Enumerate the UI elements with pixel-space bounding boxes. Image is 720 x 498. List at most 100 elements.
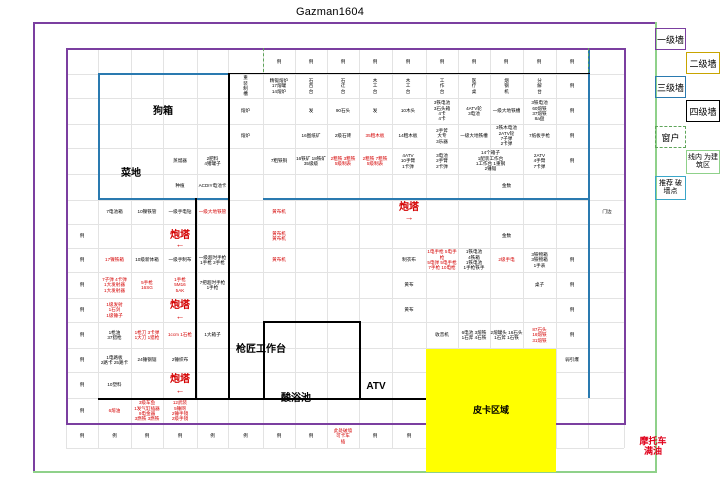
cell-row1-wall-3: 例 [340,58,346,64]
cell-r3c7: 一级大地铁槽 [460,133,488,139]
cell-r3c8: 3铁木电池 2ATV轮 7子弹 2卡弹 [496,125,517,147]
cell-med: 医 疗 桌 [471,78,477,94]
wall-tier1-inner-right [624,48,626,424]
grid-line-h [66,272,624,273]
cell-r2c9: 3铁电池 60熔铁 37熔铁 8a盘 [531,100,548,122]
cell-r2c3: 90石头 [335,108,351,114]
wall-tier1-top [33,22,657,24]
legend-wall3: 三级墙 [655,76,686,98]
cell-r6c5: 黄布机 [272,209,286,215]
wall-tier3-a [98,73,228,75]
cell-r8c10: 3铁物箱 3铁物箱 1手表 [531,252,548,268]
cell-r8c8: 1铁电池 4铁箱 1铁电池 1手枪铁手 [463,249,485,271]
grid-line-h [66,200,624,201]
cell-r11c3: 1ccm 1石枪 [168,332,192,338]
cell-row372-wall: 例 [79,382,85,388]
cell-bottom-wall-8: 例 [308,433,314,439]
dog-box-label: 狗箱 [153,106,173,118]
cell-lab: 烟 钢 机 [504,78,509,94]
cell-r11c1: 1枪油 37猎枪 [107,329,122,340]
cell-r9c2: 5手枪 16SG [141,279,153,290]
workbench-label: 枪匠工作台 [236,344,286,356]
cell-r4c3: 2粗铁 3粗铁 5级制表 [330,155,356,166]
cell-r4c6: 3电池 2手臂 2卡弹 [436,153,448,169]
grid-line-h [66,348,624,349]
cell-r3c6: 2手斧 大专 3乐器 [436,128,448,144]
legend-window: 窗户 [655,126,686,148]
cell-r8c1: 17镍铁箱 [105,257,124,263]
grid-line-h [66,372,624,373]
wall-tier4-c [98,398,426,400]
cell-r2-wall-right: 例 [569,108,575,114]
cell-r11c2: 1枪刀 3卡弹 1大刀 1猎枪 [134,329,160,340]
cell-r12c3: 2锤织布 [171,357,189,363]
cell-r10-wall-right: 例 [569,307,575,313]
cell-row1-wall-4: 例 [372,58,378,64]
cell-r3c5: 14粗木板 [398,133,418,139]
cell-wood2: 木 工 台 [405,78,411,94]
cell-row1-wall-5: 例 [405,58,411,64]
wall-tier1-left [33,22,35,472]
cell-row1-wall-6: 例 [439,58,445,64]
legend-wall1: 一级墙 [655,28,686,50]
cell-wood: 木 工 台 [372,78,378,94]
cell-r4c2: 16铁矿 18铁矿 35级级 [296,155,326,166]
grid-line-h [66,148,624,149]
grid-line-h [66,98,624,99]
cell-r4c5: 4ATV 10手臂 1卡弹 [400,153,416,169]
map-title: Gazman1604 [295,6,365,18]
cell-bottom-wall-9: 例 [372,433,378,439]
cell-r12c4: 弱引爆 [565,357,579,363]
wall-tier1-inner-top [66,48,626,50]
cell-stone: 石 百 台 [308,78,314,94]
cell-bottom-wall-3: 例 [144,433,150,439]
cell-row348-wall: 例 [79,357,85,363]
wall-tier3-e [263,198,590,200]
turret-4-arrow: → [404,211,414,222]
cell-r3c3: 2级石砖 [334,133,352,139]
grid-line-h [66,74,624,75]
cell-r3c1: 熔炉 [240,133,251,139]
cell-r4-wall-right: 例 [569,158,575,164]
cell-r4c7: 14个箱子 1配装工作台 1工作台 1重钢 2锤锯 [475,150,506,172]
window-marker-b [588,48,590,72]
cell-bottom-wall-6: 例 [243,433,248,439]
cell-r4c1: 7粗铁铜 [270,158,288,164]
cell-bottom-wall-5: 例 [210,433,215,439]
wall-tier4-d [263,321,265,399]
cell-row1-wall-10: 例 [569,58,575,64]
cell-r4c4: 2粗铁 7粗铁 5级制表 [362,155,388,166]
cell-r8c3: 一级手制布 [168,257,192,263]
grid-line-h [66,124,624,125]
legend-wall4: 四级墙 [686,100,720,122]
cell-r11c6: 6电池 3熔铁 1石斧 4石铁 [461,329,487,340]
legend-wall2: 二级墙 [686,52,720,74]
cell-r6c7: 门边 [602,209,612,215]
cell-r8c5: 黄布机 [272,257,286,263]
wall-tier4-g [228,73,590,74]
cell-r8c6: 制衣布 [402,257,416,263]
cell-r8-wall-right: 例 [569,257,575,263]
wall-tier4-f [359,321,361,399]
turret-3-arrow: ← [175,384,185,395]
cell-r7c2: 金数 [501,233,512,239]
turret-1-label: 炮塔 [170,230,190,242]
cell-row272-wall: 例 [79,282,85,288]
cell-r2c6: 3铁电池 3石头箱 4卡 4卡 [433,100,451,122]
turret-3-label: 炮塔 [170,374,190,386]
cell-row1-wall-8: 例 [503,58,509,64]
cell-r10c2: 黄布 [404,307,414,313]
cell-r9c5: 黄布 [404,282,414,288]
cell-row248-wall: 例 [79,257,85,263]
cell-r4c8: 2ATV 4手臂 7卡弹 [533,153,546,169]
farm-label: 菜地 [121,168,141,180]
cell-bottom-wall-10: 例 [406,433,412,439]
atv-label: ATV [366,381,386,393]
cell-r12c1: 1电路板 2路卡 25路卡 [100,354,129,365]
pickup-zone [426,349,556,472]
cell-r2c4: 发 [372,108,378,114]
cell-r3-wall-right: 例 [569,133,575,139]
cell-r5c3: 蒸馏器 [173,158,187,164]
turret-2-label: 炮塔 [170,300,190,312]
cell-r5c4: ACDIY电池卡 [198,183,227,189]
